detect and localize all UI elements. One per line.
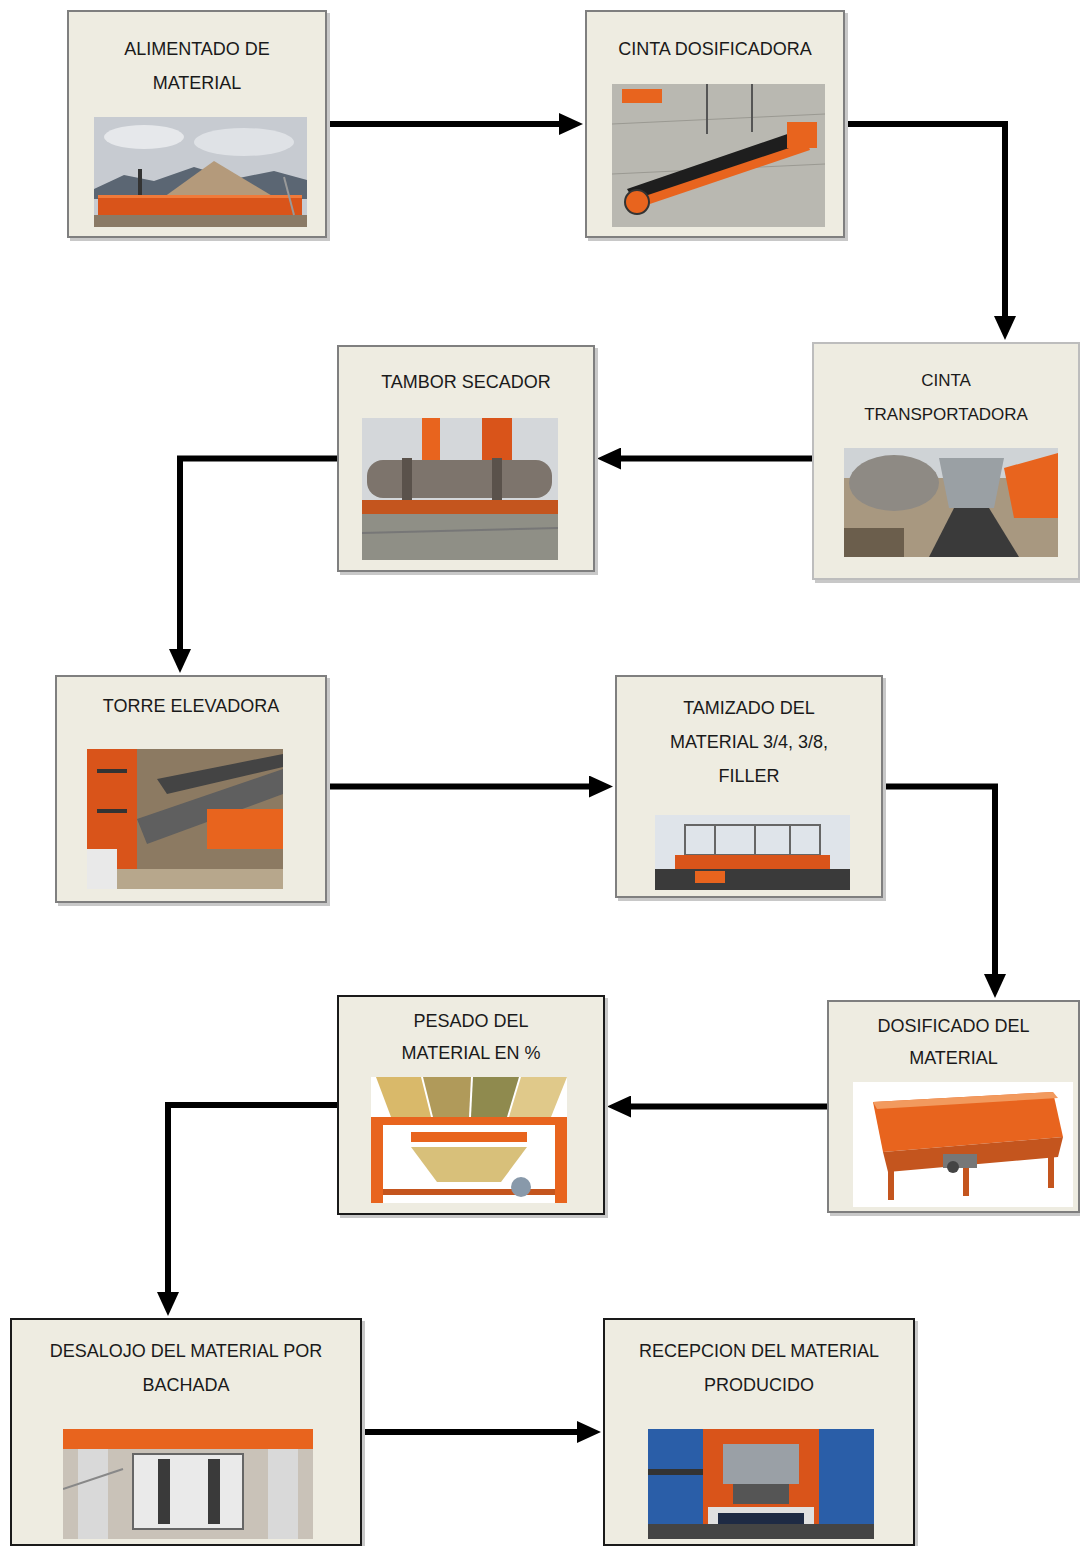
process-box: TAMBOR SECADOR xyxy=(337,345,595,572)
flow-arrow xyxy=(327,121,573,127)
step-title: PESADO DEL MATERIAL EN % xyxy=(386,997,556,1069)
process-box: ALIMENTADO DE MATERIAL xyxy=(67,10,327,238)
process-box: CINTA DOSIFICADORA xyxy=(585,10,845,238)
flow-arrow xyxy=(362,1429,591,1435)
photo-discharge xyxy=(63,1429,313,1539)
photo-elevator-tower xyxy=(87,749,283,889)
photo-screen xyxy=(655,815,850,890)
photo-feeder xyxy=(94,117,307,227)
photo-weigh-hopper xyxy=(371,1077,567,1203)
step-title: CINTA TRANSPORTADORA xyxy=(846,344,1046,432)
process-box: DOSIFICADO DEL MATERIAL xyxy=(827,1000,1080,1213)
step-title: DOSIFICADO DEL MATERIAL xyxy=(864,1002,1044,1074)
process-box: PESADO DEL MATERIAL EN % xyxy=(337,995,605,1215)
photo-dosing-hopper xyxy=(853,1082,1073,1207)
photo-truck-loading xyxy=(648,1429,874,1539)
flow-arrow xyxy=(180,459,337,664)
step-title: CINTA DOSIFICADORA xyxy=(600,12,830,66)
flow-arrow xyxy=(883,787,995,989)
process-box: CINTA TRANSPORTADORA xyxy=(812,342,1080,580)
photo-dryer-drum xyxy=(362,418,558,560)
flow-arrow xyxy=(327,784,603,790)
process-box: RECEPCION DEL MATERIAL PRODUCIDO xyxy=(603,1318,915,1546)
step-title: TAMBOR SECADOR xyxy=(351,347,581,399)
process-box: TAMIZADO DEL MATERIAL 3/4, 3/8, FILLER xyxy=(615,675,883,898)
step-title: ALIMENTADO DE MATERIAL xyxy=(107,12,287,100)
step-title: TORRE ELEVADORA xyxy=(71,677,311,723)
flow-arrow xyxy=(168,1105,337,1306)
photo-conveyor xyxy=(844,448,1058,557)
step-title: DESALOJO DEL MATERIAL POR BACHADA xyxy=(31,1320,341,1402)
flow-arrow xyxy=(607,456,812,462)
photo-dosing-belt xyxy=(612,84,825,227)
step-title: RECEPCION DEL MATERIAL PRODUCIDO xyxy=(619,1320,899,1402)
process-box: DESALOJO DEL MATERIAL POR BACHADA xyxy=(10,1318,362,1546)
step-title: TAMIZADO DEL MATERIAL 3/4, 3/8, FILLER xyxy=(651,677,847,793)
process-box: TORRE ELEVADORA xyxy=(55,675,327,903)
flow-arrow xyxy=(845,124,1005,330)
flow-arrow xyxy=(617,1104,827,1110)
